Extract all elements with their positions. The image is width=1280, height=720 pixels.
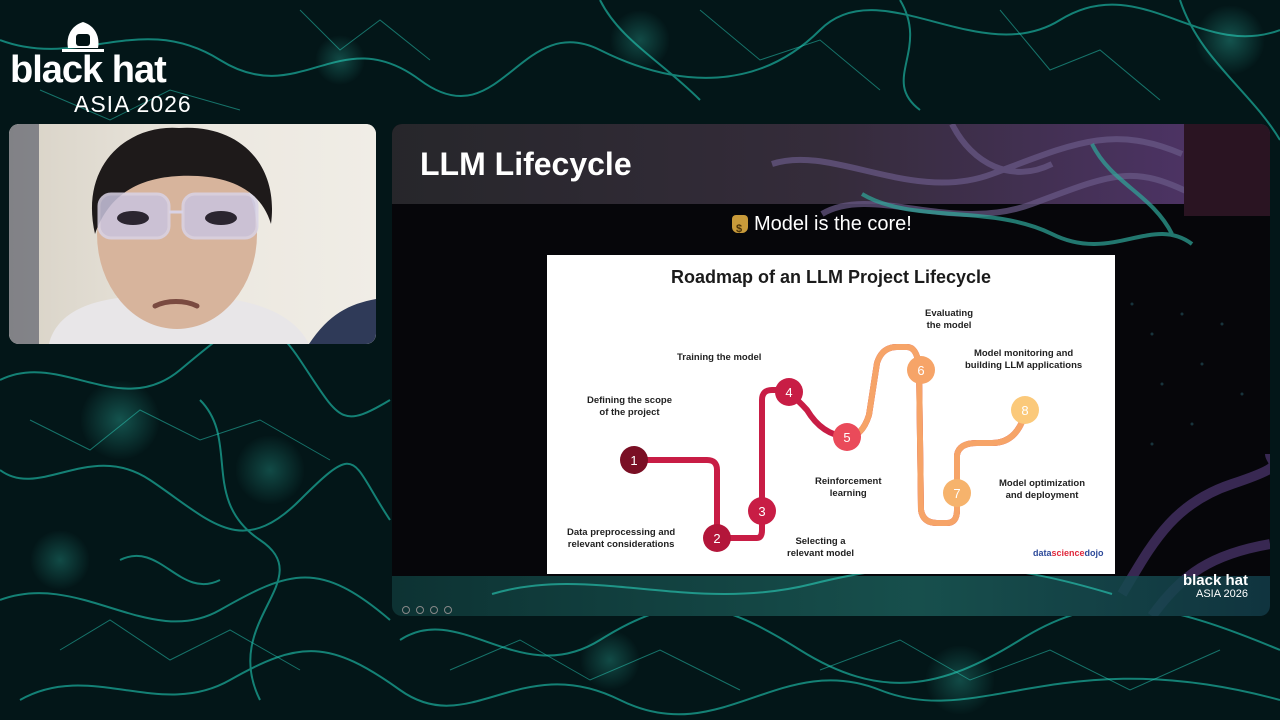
slide-background	[392, 124, 1270, 616]
step-number-7: 7	[953, 486, 960, 501]
roadmap-credit: datasciencedojo	[1033, 548, 1104, 558]
logo-event: ASIA 2026	[74, 91, 192, 117]
step-number-4: 4	[785, 385, 792, 400]
step-number-2: 2	[713, 531, 720, 546]
step-marker-5	[833, 423, 861, 451]
slide-footer-logo: black hat ASIA 2026	[1183, 573, 1248, 600]
step-marker-2	[703, 524, 731, 552]
next-slide-icon[interactable]	[416, 606, 424, 614]
step-number-3: 3	[758, 504, 765, 519]
step-label-4: Training the model	[677, 352, 762, 363]
roadmap-title: Roadmap of an LLM Project Lifecycle	[670, 267, 992, 287]
step-number-5: 5	[843, 430, 850, 445]
step-number-6: 6	[917, 363, 924, 378]
step-marker-1	[620, 446, 648, 474]
menu-icon[interactable]	[430, 606, 438, 614]
footer-logo-event: ASIA 2026	[1196, 588, 1248, 600]
step-marker-8	[1011, 396, 1039, 424]
speaker-silhouette	[9, 124, 376, 344]
hat-icon	[62, 22, 104, 52]
roadmap-image: Roadmap of an LLM Project Lifecycle 1 2 3 4…	[547, 255, 1115, 574]
slide-corner-block	[1184, 124, 1270, 216]
slide-subtitle: Model is the core!	[732, 212, 912, 241]
zoom-icon[interactable]	[444, 606, 452, 614]
step-marker-7	[943, 479, 971, 507]
logo-brand: black hat	[10, 49, 167, 91]
step-number-1: 1	[630, 453, 637, 468]
step-marker-3	[748, 497, 776, 525]
step-marker-4	[775, 378, 803, 406]
step-marker-6	[907, 356, 935, 384]
slide-controls[interactable]	[402, 606, 452, 614]
step-number-8: 8	[1021, 403, 1028, 418]
subtitle-text: Model is the core!	[754, 213, 912, 235]
footer-logo-brand: black hat	[1182, 572, 1248, 589]
money-bag-icon	[732, 215, 748, 241]
event-logo: black hat ASIA 2026	[8, 14, 218, 116]
presentation-slide: LLM Lifecycle Model is the core! Roadmap…	[392, 124, 1270, 616]
prev-slide-icon[interactable]	[402, 606, 410, 614]
roadmap-path-diagram: 1 2 3 4 5 6 7 8	[620, 344, 1039, 552]
slide-title: LLM Lifecycle	[420, 146, 632, 182]
webcam-feed	[9, 124, 376, 344]
